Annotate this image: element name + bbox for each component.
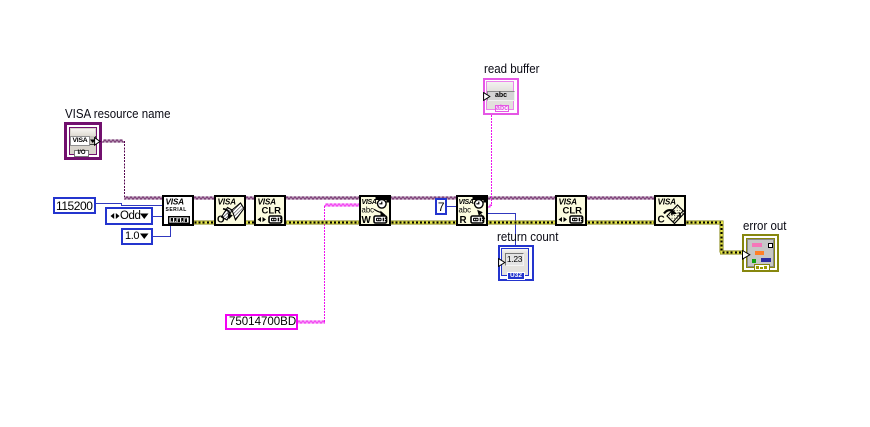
svg-text:VISA: VISA <box>658 198 677 207</box>
svg-text:CLR: CLR <box>262 206 282 217</box>
svg-text:O: O <box>217 215 225 225</box>
svg-text:VISA: VISA <box>258 198 277 207</box>
svg-text:CLR: CLR <box>563 206 583 217</box>
svg-text:W: W <box>362 215 372 224</box>
svg-text:VISA: VISA <box>166 198 185 207</box>
svg-text:abc: abc <box>459 205 472 214</box>
svg-text:SERIAL: SERIAL <box>166 207 187 213</box>
svg-text:VISA: VISA <box>218 198 237 207</box>
svg-text:R: R <box>460 215 467 224</box>
svg-text:C: C <box>658 215 665 225</box>
svg-text:VISA: VISA <box>559 198 578 207</box>
svg-text:abc: abc <box>362 205 375 214</box>
svg-text:VISA: VISA <box>459 199 474 206</box>
svg-text:VISA: VISA <box>362 199 377 206</box>
